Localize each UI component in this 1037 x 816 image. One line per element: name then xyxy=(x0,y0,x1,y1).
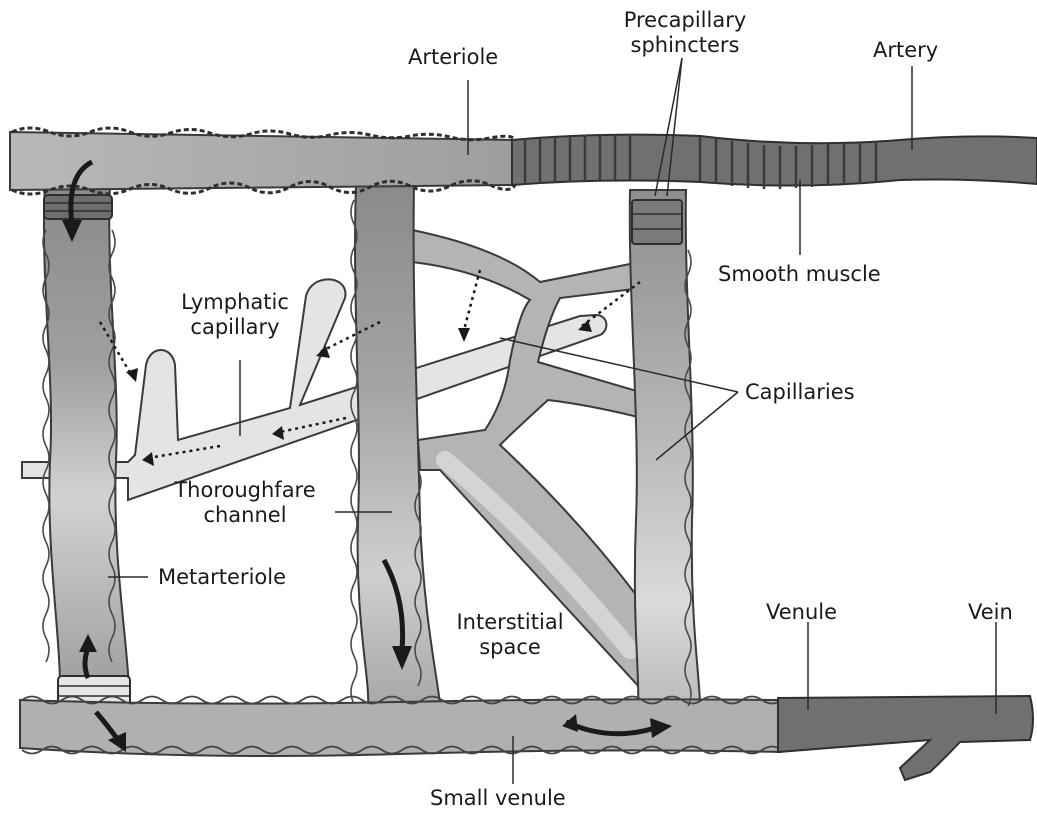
label-interstitial-line2: space xyxy=(440,635,580,660)
label-capillaries: Capillaries xyxy=(745,380,855,405)
label-thoroughfare-line1: Thoroughfare xyxy=(160,478,330,503)
vein xyxy=(778,696,1033,780)
label-smooth-muscle: Smooth muscle xyxy=(718,262,881,287)
label-precapillary-line2: sphincters xyxy=(600,33,770,58)
artery xyxy=(512,134,1037,189)
label-vein: Vein xyxy=(968,600,1013,625)
label-arteriole: Arteriole xyxy=(408,45,498,70)
precapillary-sphincter xyxy=(632,200,682,244)
metarteriole-sphincter-top xyxy=(44,195,112,219)
label-thoroughfare-line2: channel xyxy=(160,503,330,528)
label-metarteriole: Metarteriole xyxy=(158,565,286,590)
label-interstitial-line1: Interstitial xyxy=(440,610,580,635)
metarteriole xyxy=(44,185,130,706)
label-precapillary-line1: Precapillary xyxy=(600,8,770,33)
label-precapillary-sphincters: Precapillary sphincters xyxy=(600,8,770,58)
label-small-venule: Small venule xyxy=(430,786,566,811)
label-lymphatic-line2: capillary xyxy=(160,315,310,340)
label-venule: Venule xyxy=(766,600,837,625)
label-thoroughfare-channel: Thoroughfare channel xyxy=(160,478,330,528)
label-lymphatic-capillary: Lymphatic capillary xyxy=(160,290,310,340)
label-interstitial-space: Interstitial space xyxy=(440,610,580,660)
arteriole xyxy=(10,128,515,194)
label-lymphatic-line1: Lymphatic xyxy=(160,290,310,315)
label-artery: Artery xyxy=(873,38,938,63)
